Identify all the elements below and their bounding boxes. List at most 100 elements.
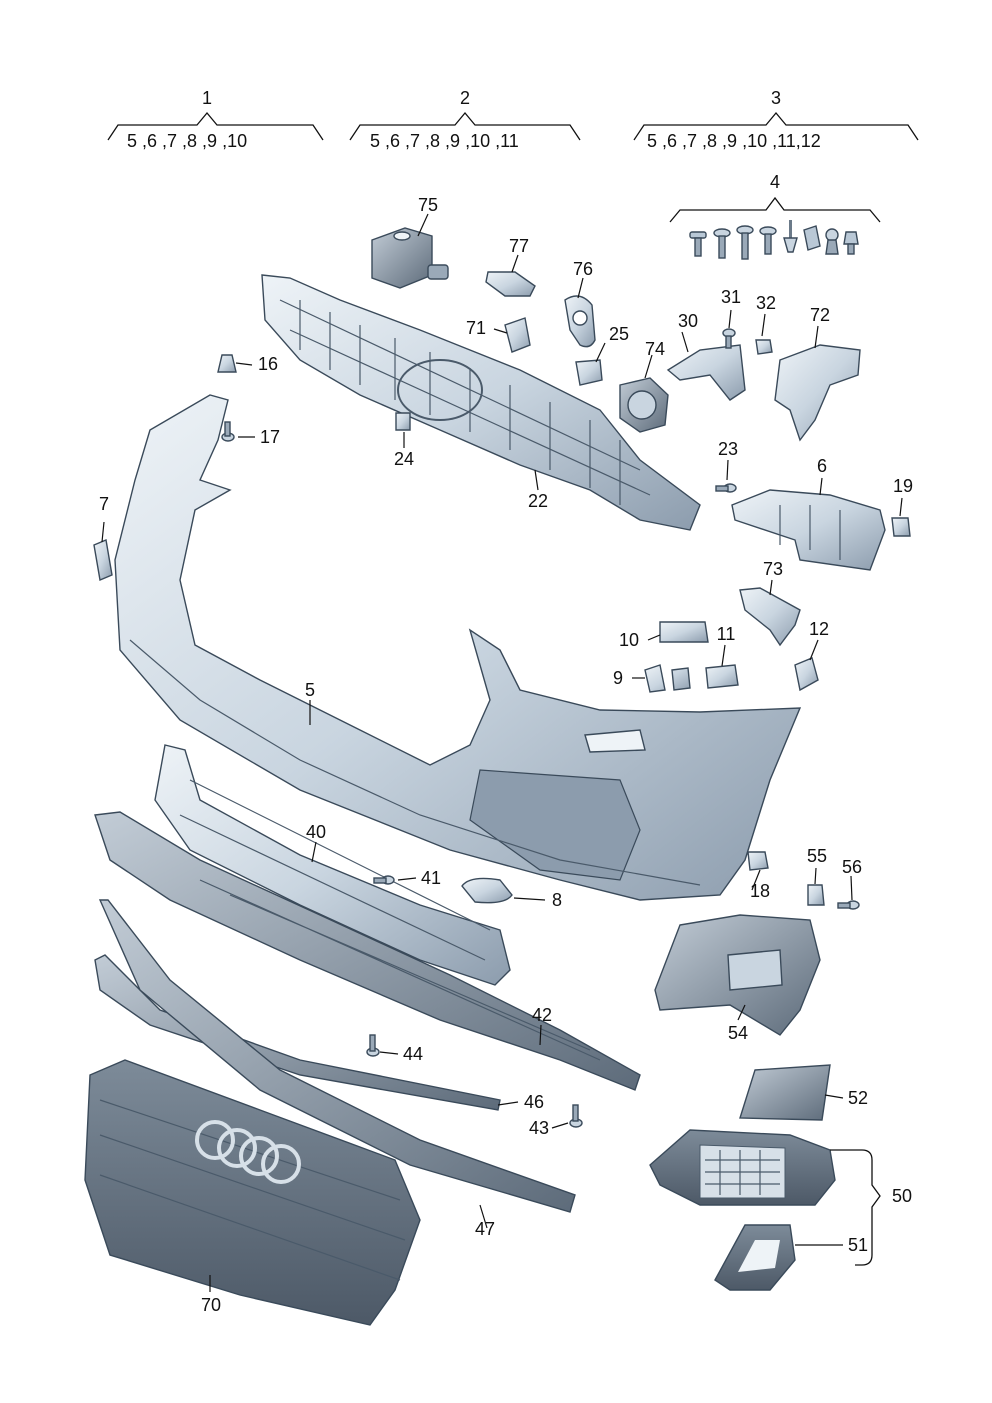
- label-23: 23: [718, 439, 738, 459]
- grille-insert-50: [649, 1129, 836, 1206]
- group-3-parts: 5 ,6 ,7 ,8 ,9 ,10 ,11,12: [647, 131, 821, 151]
- group-2-parts: 5 ,6 ,7 ,8 ,9 ,10 ,11: [370, 131, 519, 151]
- screw-d-icon: [759, 226, 777, 255]
- label-54: 54: [728, 1023, 748, 1043]
- fog-light-housing: [654, 914, 821, 1036]
- bracket-72: [774, 344, 861, 442]
- guide-bracket: [731, 489, 886, 571]
- label-25: 25: [609, 324, 629, 344]
- lower-panel: [94, 811, 641, 1091]
- part-labels: 75 77 76 71 25 74 30 31 32 72 16 17 24 2…: [99, 195, 913, 1315]
- label-18: 18: [750, 881, 770, 901]
- label-24: 24: [394, 449, 414, 469]
- screw-44-icon: [366, 1034, 380, 1057]
- label-47: 47: [475, 1219, 495, 1239]
- pin-icon: [783, 220, 798, 253]
- label-74: 74: [645, 339, 665, 359]
- label-31: 31: [721, 287, 741, 307]
- bracket-73: [739, 587, 801, 647]
- label-17: 17: [260, 427, 280, 447]
- group-2-header: 2 5 ,6 ,7 ,8 ,9 ,10 ,11: [349, 88, 581, 151]
- label-11: 11: [717, 624, 736, 644]
- group-4-header: 4: [669, 172, 881, 223]
- group-2-number: 2: [460, 88, 470, 108]
- distance-sensor: [619, 377, 669, 433]
- label-40: 40: [306, 822, 326, 842]
- label-9: 9: [613, 668, 623, 688]
- label-55: 55: [807, 846, 827, 866]
- trim-strip-47: [98, 899, 576, 1213]
- clip-11: [705, 664, 739, 689]
- brand-rings-icon: [195, 1120, 301, 1184]
- label-71: 71: [466, 318, 486, 338]
- label-46: 46: [524, 1092, 544, 1112]
- label-22: 22: [528, 491, 548, 511]
- screw-43-icon: [569, 1104, 583, 1128]
- label-30: 30: [678, 311, 698, 331]
- washer-cap: [461, 877, 513, 904]
- label-73: 73: [763, 559, 783, 579]
- label-70: 70: [201, 1295, 221, 1315]
- bumper-carrier: [261, 274, 701, 531]
- label-52: 52: [848, 1088, 868, 1108]
- spring-clip-9: [644, 664, 691, 693]
- label-77: 77: [509, 236, 529, 256]
- group-4-number: 4: [770, 172, 780, 192]
- screw-31-icon: [722, 328, 736, 349]
- cover-52: [739, 1064, 831, 1121]
- radar-sensor: [371, 227, 449, 289]
- clip-12: [794, 657, 819, 692]
- bumper-cover: [114, 394, 802, 901]
- label-16: 16: [258, 354, 278, 374]
- group-3-header: 3 5 ,6 ,7 ,8 ,9 ,10 ,11,12: [633, 88, 919, 151]
- label-8: 8: [552, 890, 562, 910]
- screw-b-icon: [713, 228, 731, 259]
- leader-lines: [101, 213, 903, 1292]
- label-56: 56: [842, 857, 862, 877]
- lower-carrier: [154, 744, 511, 986]
- label-43: 43: [529, 1118, 549, 1138]
- fastener-set: [689, 220, 859, 260]
- label-10: 10: [619, 630, 639, 650]
- label-44: 44: [403, 1044, 423, 1064]
- nut-32: [755, 339, 773, 355]
- label-7: 7: [99, 494, 109, 514]
- screw-56-icon: [837, 900, 860, 910]
- label-42: 42: [532, 1005, 552, 1025]
- sensor-mount-10: [659, 621, 709, 643]
- group-1-header: 1 5 ,6 ,7 ,8 ,9 ,10: [107, 88, 324, 151]
- group-1-parts: 5 ,6 ,7 ,8 ,9 ,10: [127, 131, 247, 151]
- tow-eye-cap: [93, 539, 113, 581]
- group-1-number: 1: [202, 88, 212, 108]
- label-5: 5: [305, 680, 315, 700]
- screw-41-icon: [373, 875, 395, 885]
- screw-17-icon: [221, 421, 235, 442]
- sensor-holder: [504, 317, 531, 353]
- clip-19: [891, 517, 911, 537]
- group-3-number: 3: [771, 88, 781, 108]
- screw-23-icon: [715, 483, 737, 493]
- screw-a-icon: [689, 231, 707, 257]
- label-12: 12: [809, 619, 829, 639]
- retaining-clip: [575, 359, 603, 386]
- label-6: 6: [817, 456, 827, 476]
- label-75: 75: [418, 195, 438, 215]
- nut-55: [807, 884, 825, 906]
- label-41: 41: [421, 868, 441, 888]
- clip-24: [395, 412, 411, 431]
- clip-a-icon: [803, 225, 821, 251]
- label-76: 76: [573, 259, 593, 279]
- screw-c-icon: [736, 225, 754, 260]
- label-72: 72: [810, 305, 830, 325]
- label-32: 32: [756, 293, 776, 313]
- clip-18: [747, 851, 769, 871]
- bracket-30: [666, 344, 746, 401]
- label-19: 19: [893, 476, 913, 496]
- clip-c-icon: [843, 231, 859, 255]
- clip-b-icon: [825, 228, 839, 255]
- label-51: 51: [848, 1235, 868, 1255]
- label-50: 50: [892, 1186, 912, 1206]
- cover-strip: [485, 271, 536, 297]
- radiator-grille: [84, 1059, 421, 1326]
